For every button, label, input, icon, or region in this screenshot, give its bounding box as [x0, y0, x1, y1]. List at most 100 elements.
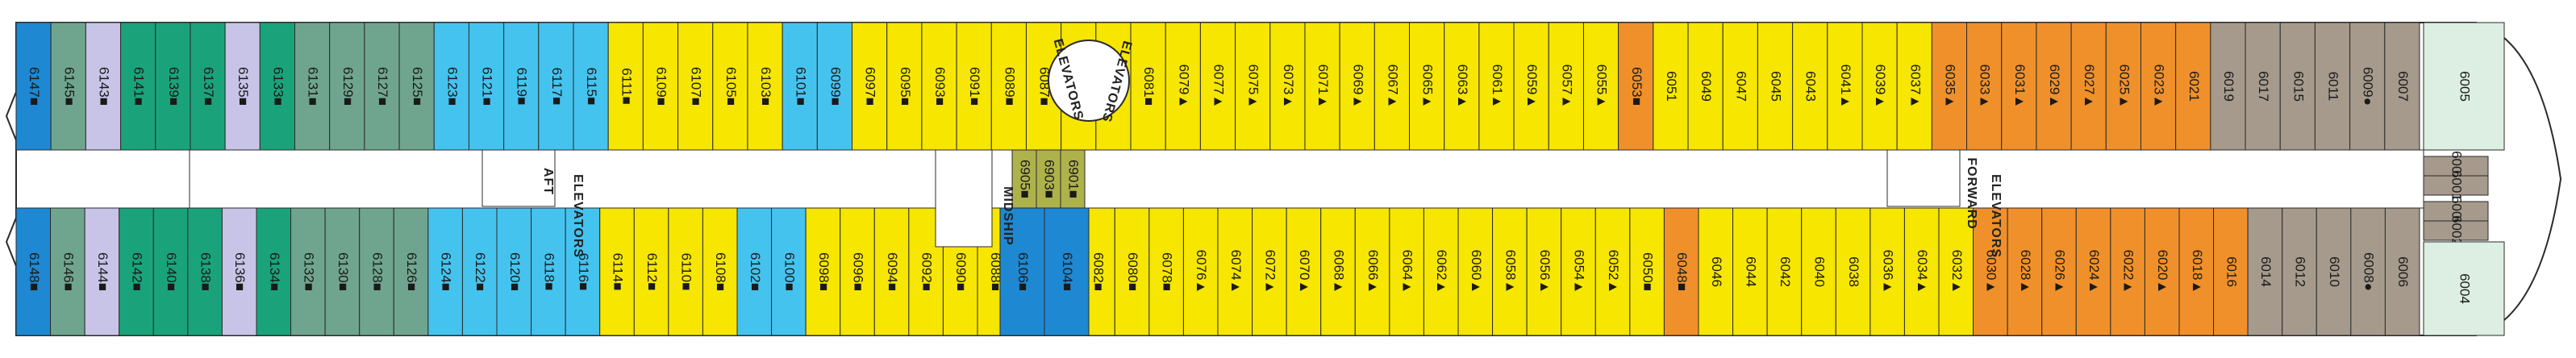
cabin-6041[interactable]: 6041▲ [1827, 22, 1863, 151]
cabin-6044[interactable]: 6044 [1732, 207, 1768, 336]
cabin-6046[interactable]: 6046 [1698, 207, 1734, 336]
cabin-6005[interactable]: 6005 [2423, 22, 2505, 151]
cabin-6118[interactable]: 6118■ [531, 207, 566, 336]
cabin-6103[interactable]: 6103■ [747, 22, 783, 151]
cabin-6010[interactable]: 6010 [2315, 207, 2352, 336]
cabin-6003[interactable]: 6003 [2423, 151, 2489, 181]
cabin-6033[interactable]: 6033▲ [1966, 22, 2003, 151]
cabin-6061[interactable]: 6061▲ [1478, 22, 1515, 151]
cabin-6048[interactable]: 6048■ [1663, 207, 1699, 336]
cabin-6062[interactable]: 6062▲ [1423, 207, 1459, 336]
cabin-6144[interactable]: 6144■ [84, 207, 120, 336]
cabin-6043[interactable]: 6043 [1792, 22, 1828, 151]
cabin-6057[interactable]: 6057▲ [1548, 22, 1584, 151]
cabin-6140[interactable]: 6140■ [152, 207, 189, 336]
cabin-6131[interactable]: 6131■ [294, 22, 331, 151]
cabin-6141[interactable]: 6141■ [120, 22, 156, 151]
cabin-6121[interactable]: 6121■ [468, 22, 505, 151]
cabin-6095[interactable]: 6095■ [886, 22, 923, 151]
cabin-6132[interactable]: 6132■ [290, 207, 326, 336]
cabin-6042[interactable]: 6042 [1766, 207, 1803, 336]
cabin-6021[interactable]: 6021 [2175, 22, 2211, 151]
cabin-6060[interactable]: 6060▲ [1457, 207, 1494, 336]
cabin-6079[interactable]: 6079▲ [1165, 22, 1201, 151]
cabin-6107[interactable]: 6107■ [677, 22, 714, 151]
cabin-6026[interactable]: 6026▲ [2041, 207, 2077, 336]
cabin-6145[interactable]: 6145■ [50, 22, 86, 151]
cabin-6002[interactable]: 6002 [2423, 215, 2489, 246]
cabin-6023[interactable]: 6023▲ [2140, 22, 2177, 151]
cabin-6091[interactable]: 6091■ [956, 22, 992, 151]
cabin-6098[interactable]: 6098■ [805, 207, 841, 336]
cabin-6138[interactable]: 6138■ [187, 207, 223, 336]
cabin-6068[interactable]: 6068▲ [1320, 207, 1356, 336]
cabin-6099[interactable]: 6099■ [816, 22, 853, 151]
cabin-6117[interactable]: 6117■ [538, 22, 574, 151]
cabin-6122[interactable]: 6122■ [461, 207, 498, 336]
cabin-6056[interactable]: 6056▲ [1526, 207, 1562, 336]
cabin-6024[interactable]: 6024▲ [2075, 207, 2111, 336]
cabin-6075[interactable]: 6075▲ [1235, 22, 1271, 151]
cabin-6027[interactable]: 6027▲ [2070, 22, 2107, 151]
cabin-6114[interactable]: 6114■ [599, 207, 635, 336]
cabin-6102[interactable]: 6102■ [736, 207, 773, 336]
cabin-6001[interactable]: 6001 [2423, 170, 2489, 201]
cabin-6143[interactable]: 6143■ [85, 22, 122, 151]
cabin-6077[interactable]: 6077▲ [1199, 22, 1236, 151]
cabin-6901[interactable]: 6901■ [1060, 149, 1086, 209]
cabin-6093[interactable]: 6093■ [921, 22, 957, 151]
cabin-6078[interactable]: 6078■ [1148, 207, 1184, 336]
cabin-6123[interactable]: 6123■ [433, 22, 469, 151]
cabin-6076[interactable]: 6076▲ [1182, 207, 1219, 336]
cabin-6070[interactable]: 6070▲ [1286, 207, 1322, 336]
cabin-6101[interactable]: 6101■ [782, 22, 818, 151]
cabin-6096[interactable]: 6096■ [840, 207, 875, 336]
cabin-6071[interactable]: 6071▲ [1304, 22, 1340, 151]
cabin-6100[interactable]: 6100■ [771, 207, 807, 336]
cabin-6017[interactable]: 6017 [2245, 22, 2281, 151]
cabin-6133[interactable]: 6133■ [259, 22, 296, 151]
cabin-6116[interactable]: 6116■ [565, 207, 601, 336]
cabin-6009[interactable]: 6009● [2349, 22, 2386, 151]
cabin-6905[interactable]: 6905■ [1011, 149, 1037, 209]
cabin-6040[interactable]: 6040 [1801, 207, 1836, 336]
cabin-6039[interactable]: 6039▲ [1861, 22, 1898, 151]
cabin-6108[interactable]: 6108■ [702, 207, 738, 336]
cabin-6020[interactable]: 6020▲ [2144, 207, 2180, 336]
cabin-6007[interactable]: 6007 [2384, 22, 2420, 151]
cabin-6130[interactable]: 6130■ [324, 207, 361, 336]
cabin-6063[interactable]: 6063▲ [1444, 22, 1480, 151]
cabin-6073[interactable]: 6073▲ [1269, 22, 1306, 151]
cabin-6069[interactable]: 6069▲ [1339, 22, 1375, 151]
cabin-6049[interactable]: 6049 [1687, 22, 1724, 151]
cabin-6006[interactable]: 6006 [2384, 207, 2420, 336]
cabin-6036[interactable]: 6036▲ [1869, 207, 1905, 336]
cabin-6022[interactable]: 6022▲ [2110, 207, 2145, 336]
cabin-6146[interactable]: 6146■ [50, 207, 85, 336]
cabin-6064[interactable]: 6064▲ [1389, 207, 1424, 336]
cabin-6051[interactable]: 6051 [1653, 22, 1689, 151]
cabin-6008[interactable]: 6008● [2350, 207, 2386, 336]
cabin-6053[interactable]: 6053■ [1618, 22, 1654, 151]
cabin-6148[interactable]: 6148■ [15, 207, 52, 336]
cabin-6058[interactable]: 6058▲ [1492, 207, 1528, 336]
cabin-6111[interactable]: 6111■ [607, 22, 644, 151]
cabin-6054[interactable]: 6054▲ [1561, 207, 1596, 336]
cabin-6047[interactable]: 6047 [1722, 22, 1758, 151]
cabin-6029[interactable]: 6029▲ [2036, 22, 2072, 151]
cabin-6129[interactable]: 6129■ [329, 22, 365, 151]
cabin-6019[interactable]: 6019 [2210, 22, 2246, 151]
cabin-6104[interactable]: 6104■ [1044, 207, 1090, 336]
cabin-6059[interactable]: 6059▲ [1513, 22, 1549, 151]
cabin-6136[interactable]: 6136■ [221, 207, 257, 336]
cabin-6105[interactable]: 6105■ [712, 22, 748, 151]
cabin-6126[interactable]: 6126■ [393, 207, 429, 336]
cabin-6119[interactable]: 6119■ [503, 22, 540, 151]
cabin-6035[interactable]: 6035▲ [1931, 22, 1968, 151]
cabin-6031[interactable]: 6031▲ [2001, 22, 2037, 151]
cabin-6109[interactable]: 6109■ [642, 22, 679, 151]
cabin-6067[interactable]: 6067▲ [1373, 22, 1411, 151]
cabin-6080[interactable]: 6080■ [1114, 207, 1150, 336]
cabin-6137[interactable]: 6137■ [190, 22, 226, 151]
cabin-6014[interactable]: 6014 [2247, 207, 2283, 336]
